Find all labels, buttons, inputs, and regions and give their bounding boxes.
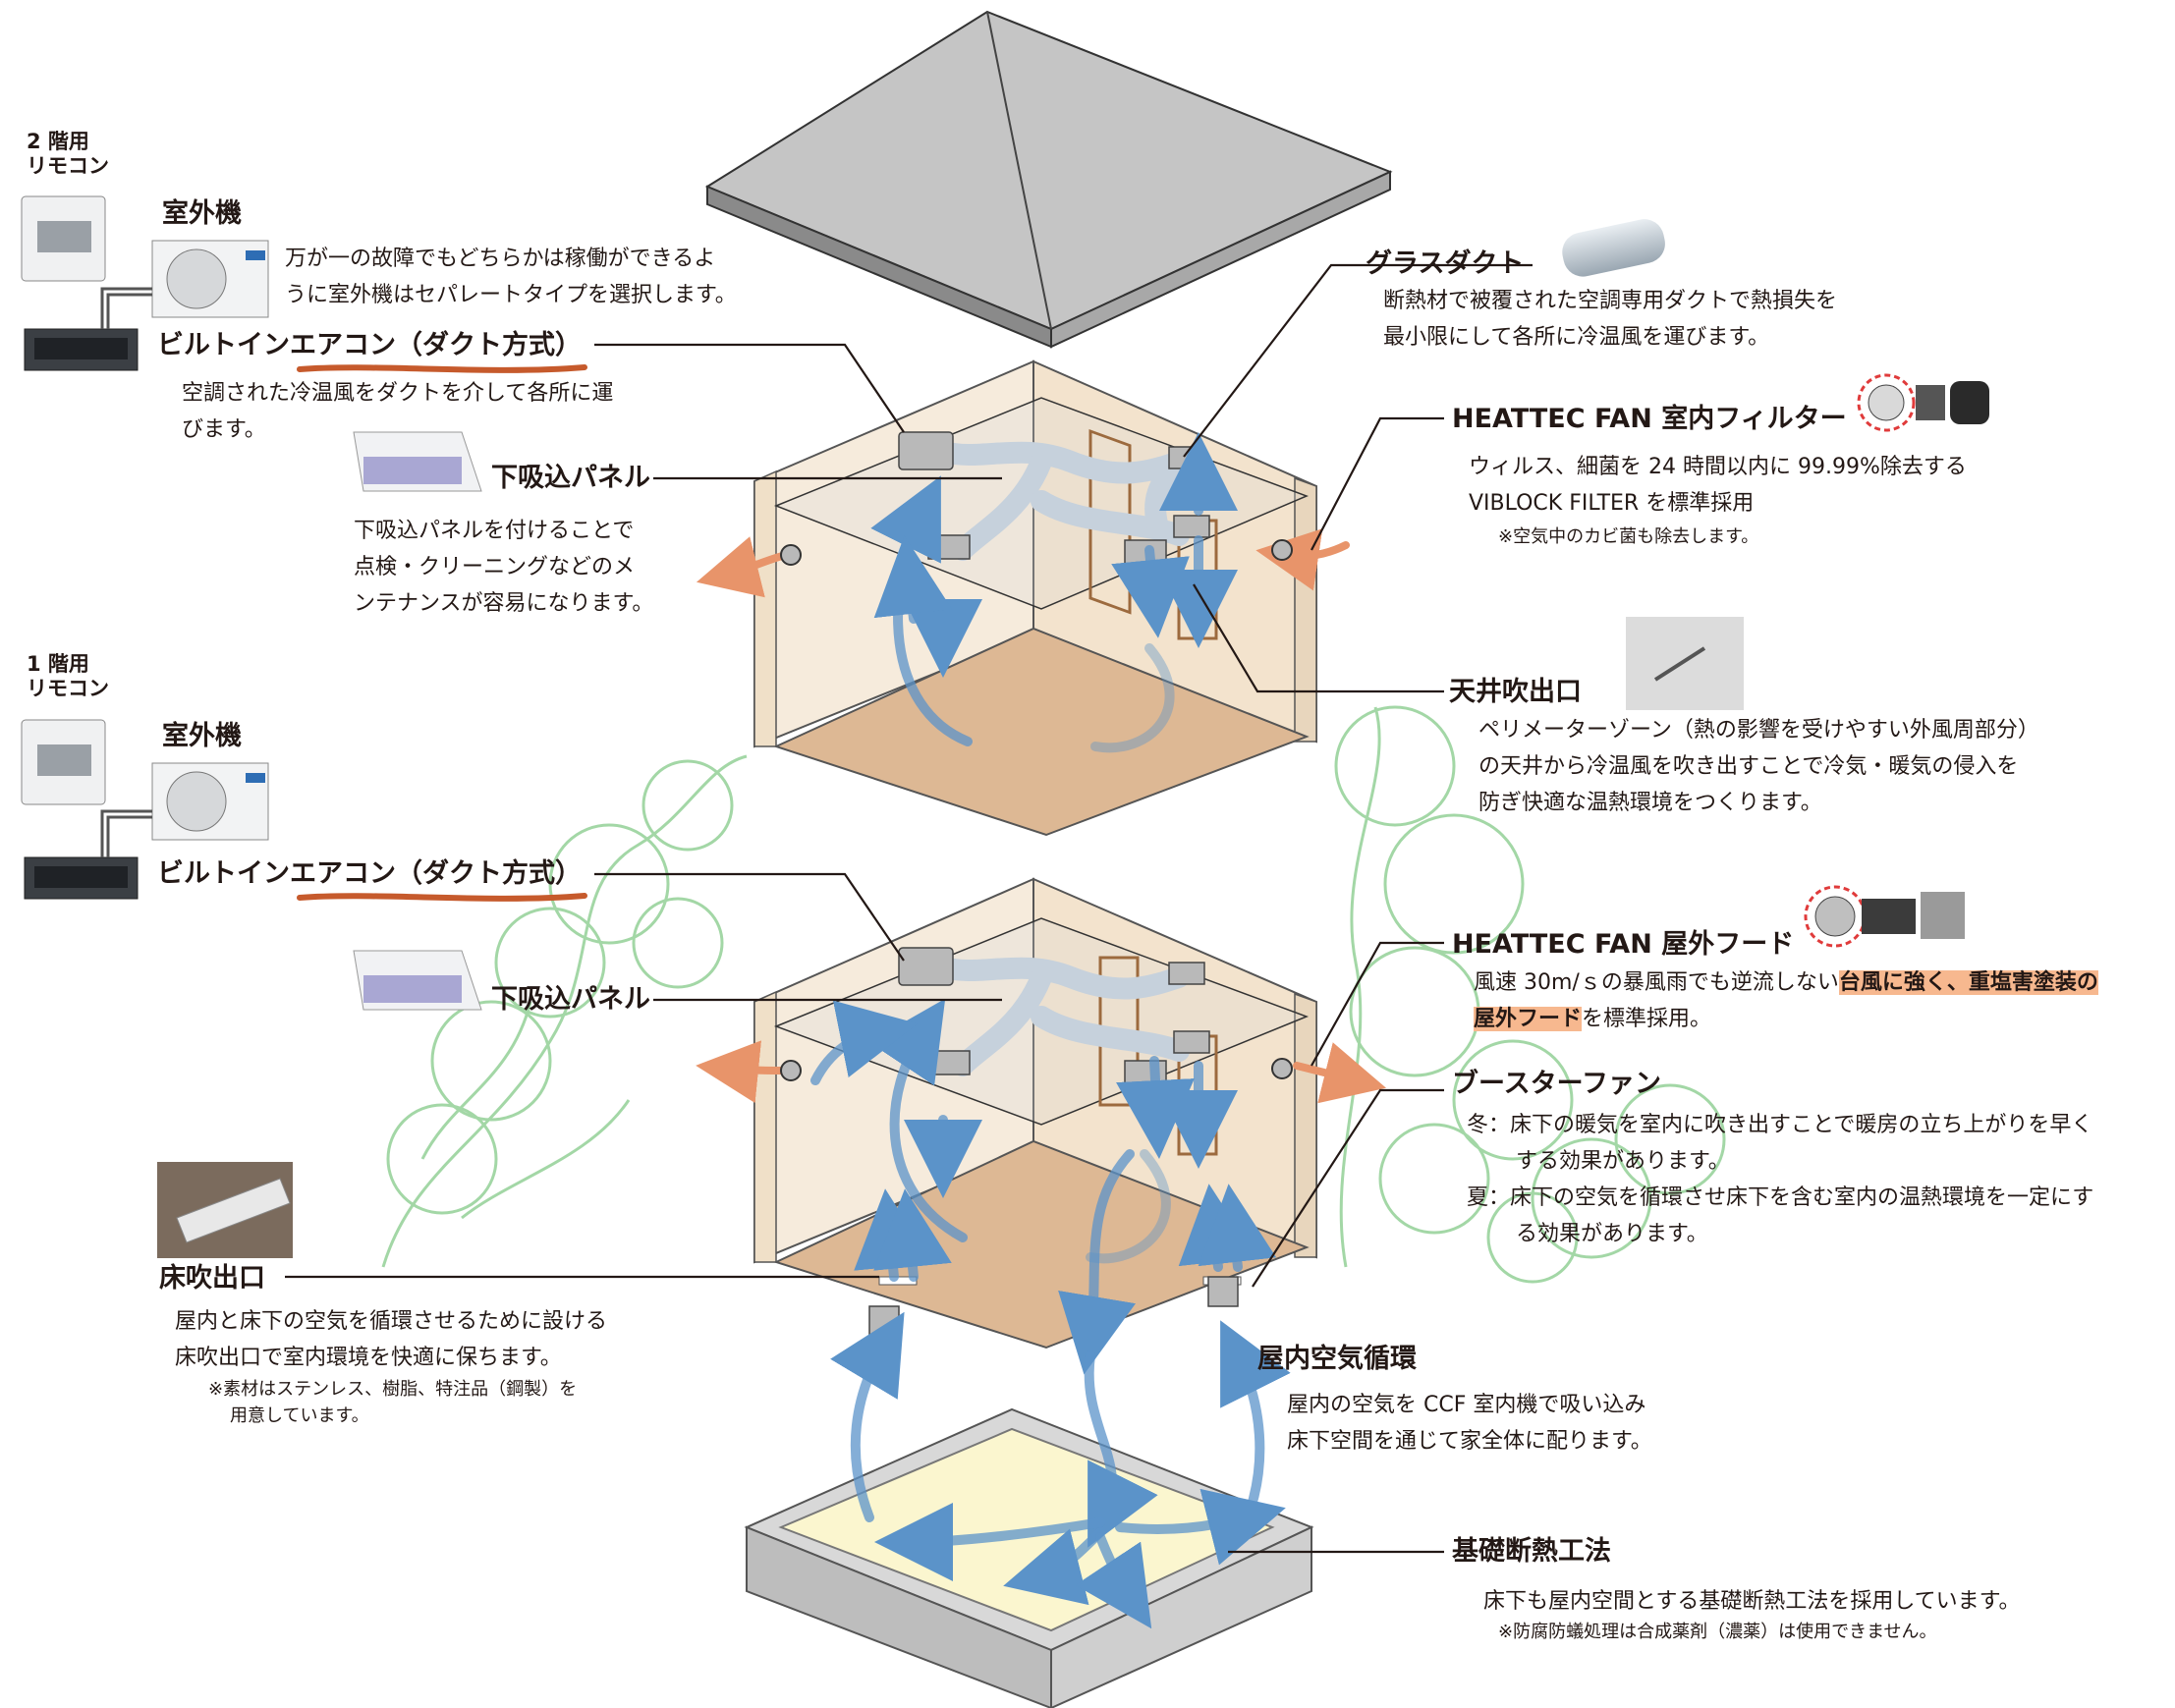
outdoor-unit-1f-title: 室外機 [162,721,242,751]
outdoor-unit-2f-title: 室外機 [162,198,242,229]
background-trees [381,705,1726,1284]
indoor-filter-title: HEATTEC FAN 室内フィルター [1452,404,1847,434]
desc-line: 空調された冷温風をダクトを介して各所に運 [182,381,614,406]
leader-lines [285,263,1533,1554]
desc-line: VIBLOCK FILTER を標準採用 [1469,491,1755,516]
roof [704,10,1393,349]
builtin-ac-unit-1f [24,809,152,900]
remote-controller-1f [21,719,106,805]
desc-line: 最小限にして各所に冷温風を運びます。 [1383,325,1770,350]
glass-duct-desc: 断熱材で被覆された空調専用ダクトで熱損失を 最小限にして各所に冷温風を運びます。 [1383,283,1837,356]
floor-outlet-photo [157,1162,293,1258]
remote-1f-line1: 1 階用 [27,652,89,676]
summer-line-1: 床下の空気を循環させ床下を含む室内の温熱環境を一定にす [1510,1185,2094,1210]
booster-fan-title: ブースターファン [1452,1069,1662,1099]
ceiling-outlet-desc: ペリメーターゾーン（熱の影響を受けやすい外風周部分） の天井から冷温風を吹き出す… [1478,712,2039,821]
builtin-ac-1f-title: ビルトインエアコン（ダクト方式） [157,858,582,889]
outdoor-unit-2f [151,240,269,318]
brush-underline-1f [297,893,587,902]
builtin-ac-unit-2f [24,287,152,371]
hood-desc-post: を標準採用。 [1582,1007,1712,1031]
winter-line-2: する効果があります。 [1516,1149,1730,1174]
airflow-arrows [810,432,1291,1629]
desc-line: ウィルス、細菌を 24 時間以内に 99.99%除去する [1469,455,1967,479]
outdoor-unit-1f [151,762,269,841]
foundation [744,1407,1314,1708]
second-floor-room [753,359,1317,837]
remote-2f-line2: リモコン [27,154,109,179]
ducts [932,441,1190,1076]
remote-2f-line1: 2 階用 [27,130,89,153]
brush-underline-2f [297,364,587,373]
winter-label: 冬： [1467,1113,1511,1137]
glass-duct-title: グラスダクト [1366,248,1525,279]
indoor-circulation-title: 屋内空気循環 [1257,1344,1417,1374]
desc-line: ペリメーターゾーン（熱の影響を受けやすい外風周部分） [1478,718,2039,743]
intake-panel-1f-image [353,950,482,1011]
desc-line: 屋内と床下の空気を循環させるために設ける [175,1309,608,1334]
glass-duct-image [1562,219,1665,277]
foundation-title: 基礎断熱工法 [1452,1536,1611,1567]
intake-panel-2f-image [353,431,482,492]
desc-line: の天井から冷温風を吹き出すことで冷気・暖気の侵入を [1478,754,2019,779]
indoor-filter-desc: ウィルス、細菌を 24 時間以内に 99.99%除去する VIBLOCK FIL… [1469,449,1967,522]
remote-2f-label: 2 階用 リモコン [27,130,109,179]
ceiling-outlet-title: 天井吹出口 [1449,677,1582,707]
summer-label: 夏： [1467,1185,1511,1210]
foundation-note: ※防腐防蟻処理は合成薬剤（濃薬）は使用できません。 [1498,1622,1937,1642]
remote-1f-label: 1 階用 リモコン [27,652,109,701]
foundation-desc: 床下も屋内空間とする基礎断熱工法を採用しています。 [1483,1589,2021,1614]
desc-line: 屋内の空気を CCF 室内機で吸い込み [1287,1393,1646,1417]
note-line: 用意しています。 [230,1405,369,1426]
floor-outlet-title: 床吹出口 [159,1263,265,1294]
desc-line: 床吹出口で室内環境を快適に保ちます。 [175,1346,562,1370]
hood-desc-highlight-1: 台風に強く、重塩害塗装の [1838,970,2098,995]
builtin-ac-2f-title: ビルトインエアコン（ダクト方式） [157,330,582,360]
builtin-ac-2f-desc: 空調された冷温風をダクトを介して各所に運 びます。 [182,375,613,448]
hood-desc-pre: 風速 30m/ｓの暴風雨でも逆流しない [1474,970,1839,995]
wall-fans [780,539,1293,1081]
intake-panel-2f-desc: 下吸込パネルを付けることで 点検・クリーニングなどのメ ンテナンスが容易になりま… [354,513,653,622]
floor-outlet-note: ※素材はステンレス、樹脂、特注品（鋼製）を 用意しています。 [208,1376,577,1429]
outdoor-hood-title: HEATTEC FAN 屋外フード [1452,929,1795,960]
indoor-filter-image [1857,373,1989,432]
outdoor-hood-desc: 風速 30m/ｓの暴風雨でも逆流しない台風に強く、重塩害塗装の 屋外フードを標準… [1474,964,2098,1037]
desc-line: ンテナンスが容易になります。 [354,591,654,616]
note-line: ※素材はステンレス、樹脂、特注品（鋼製）を [208,1379,578,1400]
intake-panel-2f-title: 下吸込パネル [491,463,650,493]
winter-line-1: 床下の暖気を室内に吹き出すことで暖房の立ち上がりを早く [1510,1113,2093,1137]
desc-line: 防ぎ快適な温熱環境をつくります。 [1478,791,1822,815]
booster-fan-desc: 冬：床下の暖気を室内に吹き出すことで暖房の立ち上がりを早く する効果があります。… [1467,1107,2093,1252]
remote-1f-line2: リモコン [27,677,109,701]
intake-panel-1f-title: 下吸込パネル [491,984,650,1015]
floor-outlet-desc: 屋内と床下の空気を循環させるために設ける 床吹出口で室内環境を快適に保ちます。 [175,1303,607,1376]
indoor-circulation-desc: 屋内の空気を CCF 室内機で吸い込み 床下空間を通じて家全体に配ります。 [1287,1387,1652,1460]
outdoor-hood-image [1804,885,1965,948]
desc-line: うに室外機はセパレートタイプを選択します。 [285,283,737,307]
summer-line-2: る効果があります。 [1516,1222,1708,1246]
desc-line: 万が一の故障でもどちらかは稼働ができるよ [285,247,716,271]
remote-controller-2f [21,195,106,282]
hood-desc-highlight-2: 屋外フード [1474,1007,1583,1031]
outdoor-unit-2f-desc: 万が一の故障でもどちらかは稼働ができるよ うに室外機はセパレートタイプを選択しま… [285,241,737,313]
desc-line: 下吸込パネルを付けることで [354,519,635,543]
desc-line: びます。 [182,417,266,442]
indoor-filter-note: ※空気中のカビ菌も除去します。 [1498,526,1759,547]
desc-line: 床下空間を通じて家全体に配ります。 [1287,1429,1652,1454]
desc-line: 点検・クリーニングなどのメ [354,555,636,579]
ceiling-outlet-photo [1626,617,1744,710]
desc-line: 断熱材で被覆された空調専用ダクトで熱損失を [1383,289,1838,313]
